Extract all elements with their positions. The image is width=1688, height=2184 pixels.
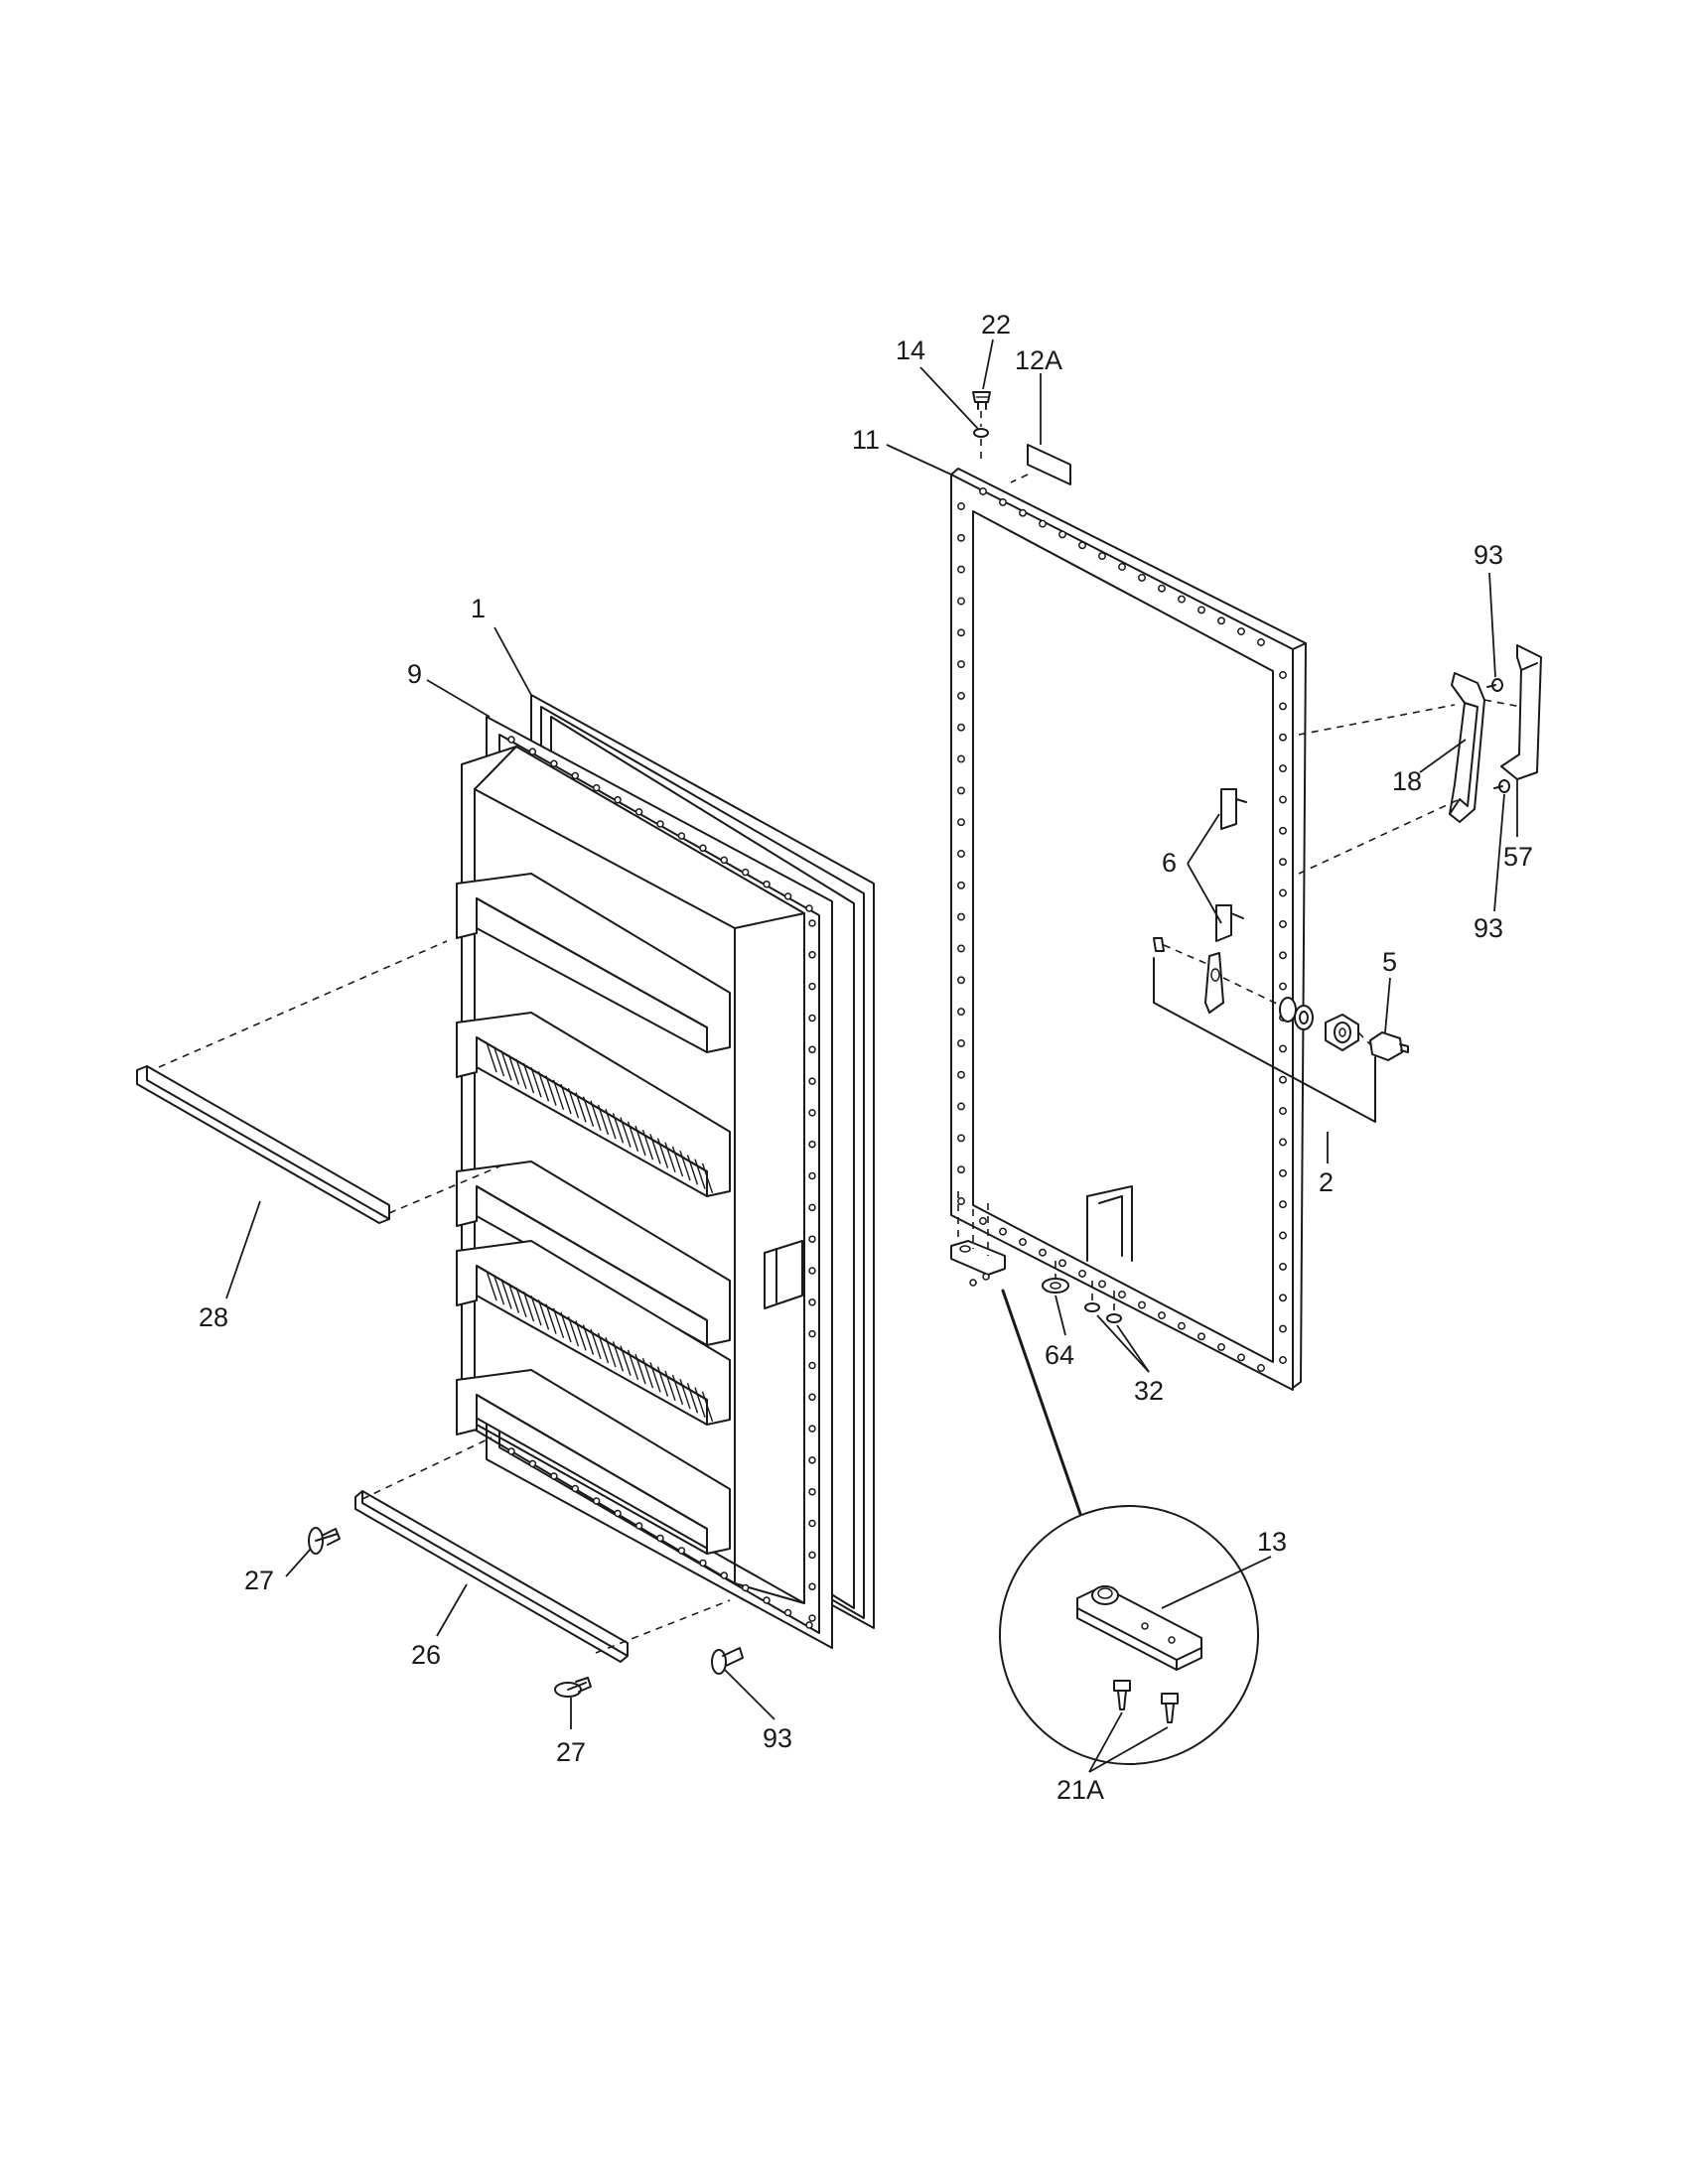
handle-cover-57 <box>1500 644 1542 780</box>
plugs-32 <box>1084 1281 1122 1323</box>
lower-retainer-bar <box>354 1436 731 1663</box>
label-27-upper: 27 <box>244 1566 274 1595</box>
label-5: 5 <box>1382 947 1397 977</box>
label-22: 22 <box>981 310 1011 340</box>
label-21a: 21A <box>1056 1775 1104 1805</box>
hinge-mount <box>950 1191 1006 1287</box>
label-28: 28 <box>199 1302 228 1332</box>
plug-27-lower <box>554 1677 592 1698</box>
door-handle-18 <box>1298 672 1538 875</box>
screw-93-left <box>711 1647 744 1675</box>
label-93-upper: 93 <box>1474 540 1503 570</box>
label-32: 32 <box>1134 1376 1164 1406</box>
label-11: 11 <box>852 425 880 455</box>
outer-door-panel <box>950 468 1307 1391</box>
label-14: 14 <box>896 336 925 365</box>
door-shelf-2 <box>456 1012 731 1197</box>
shelf-retainer-bar <box>136 940 507 1224</box>
clip-6-upper <box>1220 788 1247 830</box>
label-18: 18 <box>1392 766 1422 796</box>
label-13: 13 <box>1257 1527 1287 1557</box>
clip-6-lower <box>1215 904 1244 942</box>
label-26: 26 <box>411 1640 441 1670</box>
cover-12a <box>1010 444 1071 485</box>
label-9: 9 <box>407 659 422 689</box>
panel-bottom-cutout <box>1086 1185 1133 1262</box>
door-shelf-1 <box>456 873 731 1053</box>
screw-93-lower <box>1493 779 1510 793</box>
callout-labels: 1 9 28 27 26 27 93 14 22 12A 11 93 18 57… <box>199 310 1533 1805</box>
label-93-lower: 93 <box>1474 913 1503 943</box>
leader-lines <box>225 339 1518 1773</box>
hinge-detail-view <box>999 1289 1259 1765</box>
door-shelf-5 <box>456 1369 731 1555</box>
label-2: 2 <box>1319 1167 1334 1197</box>
screw-22 <box>972 391 991 410</box>
liner-screw-holes <box>507 736 816 1629</box>
label-12a: 12A <box>1015 345 1062 375</box>
plug-27-upper <box>308 1527 341 1555</box>
label-1: 1 <box>471 594 486 623</box>
label-93-left: 93 <box>763 1723 792 1753</box>
panel-screw-holes <box>957 487 1287 1372</box>
label-57: 57 <box>1503 842 1533 872</box>
door-shelf-4 <box>456 1240 731 1426</box>
screw-93-upper <box>1486 678 1503 692</box>
label-6: 6 <box>1162 848 1177 878</box>
label-27-lower: 27 <box>556 1737 586 1767</box>
washer-14 <box>973 411 989 465</box>
label-64: 64 <box>1045 1340 1074 1370</box>
spacer-64 <box>1042 1261 1069 1294</box>
lock-assembly <box>1153 937 1409 1123</box>
